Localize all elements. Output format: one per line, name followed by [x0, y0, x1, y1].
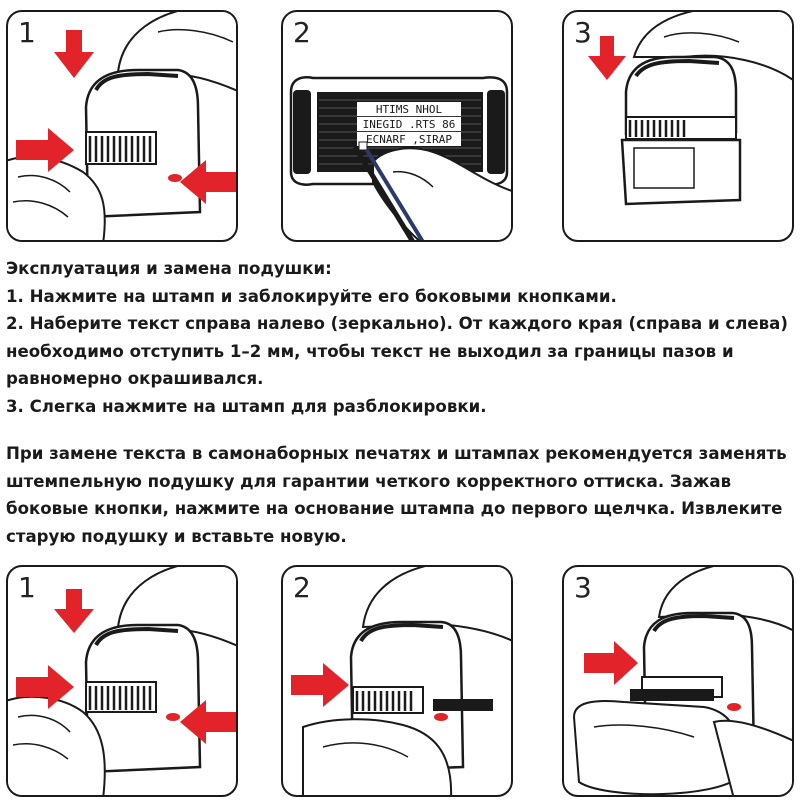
mirrored-line-3: ECNARF ,SIRAP: [366, 133, 452, 146]
instruction-step-1: 1. Нажмите на штамп и заблокируйте его б…: [6, 286, 617, 306]
mirrored-line-1: HTIMS NHOL: [376, 103, 443, 116]
replacement-paragraph: При замене текста в самонаборных печатях…: [6, 444, 787, 546]
step-number: 1: [18, 571, 36, 604]
step-number: 1: [18, 16, 36, 49]
instruction-step-3: 3. Слегка нажмите на штамп для разблокир…: [6, 396, 487, 416]
text-typesetting-illustration: HTIMS NHOL INEGID .RTS 86 ECNARF ,SIRAP: [289, 76, 511, 240]
illustration-panel-top-3: 3: [562, 10, 794, 242]
step-number: 3: [574, 571, 592, 604]
illustration-panel-bottom-2: 2: [281, 565, 513, 797]
pad-replacement-text: При замене текста в самонаборных печатях…: [6, 440, 796, 550]
illustration-panel-bottom-3: 3: [562, 565, 794, 797]
stamp-unlock-illustration: [588, 12, 792, 206]
mirrored-line-2: INEGID .RTS 86: [363, 118, 456, 131]
step-number: 2: [293, 571, 311, 604]
stamp-press-illustration: [8, 12, 236, 240]
instruction-step-2: 2. Наберите текст справа налево (зеркаль…: [6, 314, 788, 388]
operation-instructions: Эксплуатация и замена подушки: 1. Нажмит…: [6, 255, 796, 420]
illustration-panel-bottom-1: 1: [6, 565, 238, 797]
illustration-panel-top-1: 1: [6, 10, 238, 242]
step-number: 2: [293, 16, 311, 49]
pad-removal-illustration: [291, 567, 511, 795]
pad-release-illustration: [8, 567, 236, 795]
illustration-panel-top-2: 2 HTIMS NHOL INEGID .RTS 86 ECNARF ,SIRA…: [281, 10, 513, 242]
pad-insert-illustration: [572, 567, 792, 795]
step-number: 3: [574, 16, 592, 49]
instructions-heading: Эксплуатация и замена подушки:: [6, 259, 332, 278]
